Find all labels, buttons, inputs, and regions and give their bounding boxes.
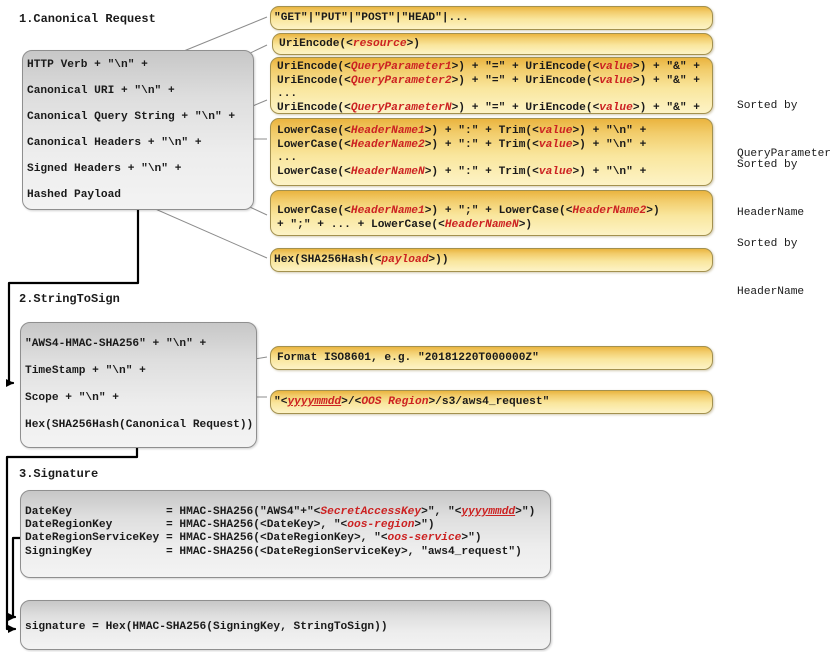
code-line: Hex(SHA256Hash(<payload>)) bbox=[274, 254, 449, 266]
code-line: ... bbox=[277, 88, 298, 100]
code-line: DateRegionKey = HMAC-SHA256(<DateKey>, "… bbox=[25, 519, 435, 532]
code-line: UriEncode(<resource>) bbox=[279, 38, 421, 50]
flow-arrow-canonical-to-stringtosign bbox=[6, 208, 140, 387]
sorted-by-headername-note-1: Sorted by HeaderName bbox=[737, 125, 804, 253]
code-line: Canonical Headers + "\n" + bbox=[27, 137, 202, 149]
code-line: Hex(SHA256Hash(Canonical Request)) bbox=[25, 419, 254, 431]
note-line: QueryParameter bbox=[737, 148, 830, 160]
flow-arrow-stringtosign-to-signature bbox=[5, 446, 139, 633]
code-line: Format ISO8601, e.g. "20181220T000000Z" bbox=[277, 352, 539, 364]
code-line: Canonical URI + "\n" + bbox=[27, 85, 175, 97]
code-line: Scope + "\n" + bbox=[25, 392, 119, 404]
section-title-stringtosign: 2.StringToSign bbox=[19, 292, 120, 306]
code-line: SigningKey = HMAC-SHA256(<DateRegionServ… bbox=[25, 545, 522, 558]
hashed-payload-box: Hex(SHA256Hash(<payload>)) bbox=[270, 248, 713, 272]
code-line: UriEncode(<QueryParameter2>) + "=" + Uri… bbox=[277, 74, 700, 87]
code-line: LowerCase(<HeaderName1>) + ";" + LowerCa… bbox=[277, 205, 660, 217]
note-line: Sorted by bbox=[737, 100, 798, 112]
code-line: LowerCase(<HeaderName2>) + ":" + Trim(<v… bbox=[277, 138, 647, 151]
code-line: Signed Headers + "\n" + bbox=[27, 163, 182, 175]
code-line: "GET"|"PUT"|"POST"|"HEAD"|... bbox=[274, 12, 469, 24]
flow-arrow-keys-to-signature bbox=[8, 536, 23, 621]
query-parameters-box: UriEncode(<QueryParameter1>) + "=" + Uri… bbox=[270, 57, 713, 114]
code-line: Canonical Query String + "\n" + bbox=[27, 111, 236, 123]
string-to-sign-box: "AWS4-HMAC-SHA256" + "\n" + TimeStamp + … bbox=[20, 322, 257, 448]
code-line: HTTP Verb + "\n" + bbox=[27, 59, 148, 71]
note-line: Sorted by bbox=[737, 238, 798, 250]
code-line: TimeStamp + "\n" + bbox=[25, 365, 146, 377]
code-line: signature = Hex(HMAC-SHA256(SigningKey, … bbox=[25, 621, 388, 633]
section-title-canonical-request: 1.Canonical Request bbox=[19, 12, 156, 26]
section-title-signature: 3.Signature bbox=[19, 467, 99, 481]
sorted-by-queryparameter-note: Sorted by QueryParameter bbox=[737, 66, 830, 194]
timestamp-format-box: Format ISO8601, e.g. "20181220T000000Z" bbox=[270, 346, 713, 370]
uri-encode-box: UriEncode(<resource>) bbox=[272, 33, 713, 55]
canonical-request-box: HTTP Verb + "\n" + Canonical URI + "\n" … bbox=[22, 50, 254, 210]
code-line: "<yyyymmdd>/<OOS Region>/s3/aws4_request… bbox=[274, 396, 550, 408]
code-line: UriEncode(<QueryParameter1>) + "=" + Uri… bbox=[277, 61, 700, 73]
code-line: LowerCase(<HeaderNameN>) + ":" + Trim(<v… bbox=[277, 165, 647, 178]
signed-headers-box: LowerCase(<HeaderName1>) + ";" + LowerCa… bbox=[270, 190, 713, 236]
note-line: HeaderName bbox=[737, 286, 805, 298]
code-line: + ";" + ... + LowerCase(<HeaderNameN>) bbox=[277, 218, 533, 231]
code-line: DateRegionServiceKey = HMAC-SHA256(<Date… bbox=[25, 532, 482, 545]
scope-format-box: "<yyyymmdd>/<OOS Region>/s3/aws4_request… bbox=[270, 390, 713, 414]
note-line: HeaderName bbox=[737, 207, 805, 219]
code-line: Hashed Payload bbox=[27, 189, 121, 201]
code-line: "AWS4-HMAC-SHA256" + "\n" + bbox=[25, 338, 207, 350]
sorted-by-headername-note-2: Sorted by HeaderName bbox=[737, 204, 804, 332]
code-line: DateKey = HMAC-SHA256("AWS4"+"<SecretAcc… bbox=[25, 506, 536, 518]
code-line: LowerCase(<HeaderName1>) + ":" + Trim(<v… bbox=[277, 125, 647, 137]
http-method-box: "GET"|"PUT"|"POST"|"HEAD"|... bbox=[270, 6, 713, 30]
code-line: UriEncode(<QueryParameterN>) + "=" + Uri… bbox=[277, 101, 700, 114]
final-signature-box: signature = Hex(HMAC-SHA256(SigningKey, … bbox=[20, 600, 551, 650]
code-line: ... bbox=[277, 152, 298, 164]
signing-keys-box: DateKey = HMAC-SHA256("AWS4"+"<SecretAcc… bbox=[20, 490, 551, 578]
note-line: Sorted by bbox=[737, 159, 798, 171]
canonical-headers-box: LowerCase(<HeaderName1>) + ":" + Trim(<v… bbox=[270, 118, 713, 186]
